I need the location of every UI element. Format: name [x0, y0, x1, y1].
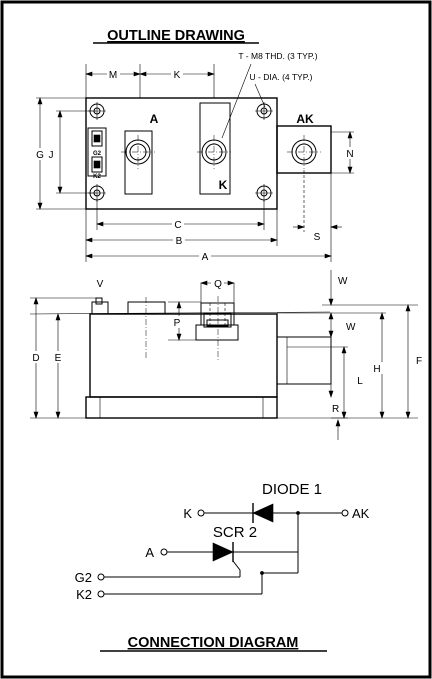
svg-text:P: P [174, 318, 181, 329]
terminal-ak: AK [287, 112, 321, 169]
dim-d: D [29, 297, 98, 419]
dim-e: E [51, 313, 65, 419]
conn-label-ak: AK [352, 506, 370, 521]
dim-f: F [405, 304, 425, 419]
thread-leader [221, 63, 252, 139]
svg-text:G: G [36, 150, 44, 161]
svg-text:W: W [346, 322, 356, 333]
dim-w-lower: W [328, 312, 356, 338]
dim-h: H [277, 312, 386, 419]
dim-w-top: W [322, 270, 418, 306]
node-k2 [97, 590, 105, 598]
dim-q: Q [200, 277, 235, 303]
dim-n: N [331, 131, 357, 174]
scr-symbol [212, 542, 234, 562]
dim-r: R [86, 384, 418, 440]
dim-p: P [168, 301, 201, 341]
thread-note: T - M8 THD. (3 TYP.) [238, 51, 317, 61]
terminal-a-label: A [150, 112, 159, 126]
svg-text:R: R [332, 404, 339, 415]
mount-hole-tr [255, 102, 273, 120]
dim-m: M [85, 64, 141, 98]
conn-label-k: K [183, 506, 192, 521]
svg-text:D: D [32, 353, 39, 364]
svg-text:W: W [338, 276, 348, 287]
svg-text:A: A [202, 252, 209, 263]
node-ak [341, 509, 349, 517]
connection-diagram: DIODE 1 SCR 2 K AK A G2 K2 [75, 481, 370, 602]
outline-drawing-title: OUTLINE DRAWING [107, 28, 245, 44]
dim-k: K [139, 64, 215, 98]
node-g2 [97, 573, 105, 581]
scr-label: SCR 2 [213, 524, 257, 541]
svg-text:Q: Q [214, 279, 222, 290]
module-top-view: G2 K2 A K AK [85, 97, 332, 210]
mount-hole-tl [88, 102, 106, 120]
svg-text:S: S [314, 232, 321, 243]
conn-label-g2: G2 [75, 570, 92, 585]
dim-g: G [34, 97, 86, 210]
svg-text:E: E [55, 353, 62, 364]
terminal-ak-label: AK [296, 112, 314, 126]
svg-text:M: M [109, 70, 117, 81]
svg-text:B: B [176, 236, 183, 247]
gate-label-k2: K2 [93, 174, 101, 180]
dim-l: L [331, 346, 366, 419]
terminal-k: K [197, 102, 231, 195]
svg-text:J: J [49, 150, 54, 161]
node-k [197, 509, 205, 517]
svg-text:F: F [416, 356, 422, 367]
svg-text:N: N [346, 149, 353, 160]
conn-label-a: A [145, 545, 154, 560]
gate-connector: G2 K2 [87, 127, 107, 180]
dim-c: C [96, 200, 265, 231]
svg-text:L: L [357, 376, 363, 387]
conn-label-k2: K2 [76, 587, 92, 602]
terminal-k-label: K [219, 178, 228, 192]
hole-leader [254, 83, 266, 108]
gate-label-g2: G2 [93, 151, 102, 157]
dim-v-label: V [97, 279, 104, 290]
module-side-view [29, 296, 332, 419]
hole-note: U - DIA. (4 TYP.) [250, 72, 313, 82]
dim-b: B [85, 209, 278, 262]
dim-j: J [46, 110, 96, 194]
diode-label: DIODE 1 [262, 481, 322, 498]
terminal-a: A [121, 112, 159, 195]
svg-text:H: H [373, 364, 380, 375]
dim-s: S [293, 170, 342, 243]
dim-a: A [85, 173, 332, 263]
svg-text:K: K [174, 70, 181, 81]
svg-text:C: C [174, 220, 181, 231]
connection-diagram-title: CONNECTION DIAGRAM [128, 635, 299, 651]
node-a [160, 548, 168, 556]
